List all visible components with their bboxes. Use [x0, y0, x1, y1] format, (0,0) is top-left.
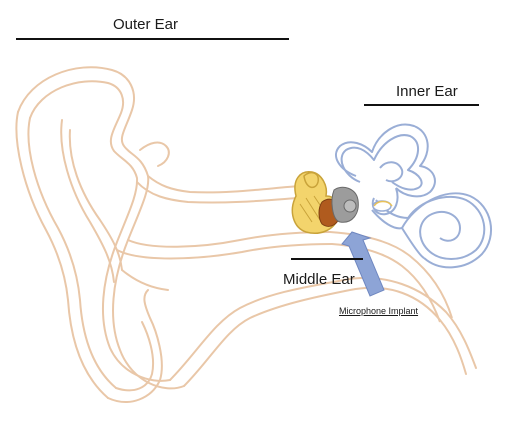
- microphone-implant-label: Microphone Implant: [339, 306, 418, 316]
- oval-window-detail: [373, 201, 392, 211]
- inner-ear-label: Inner Ear: [396, 83, 458, 100]
- middle-ear-overline: [291, 258, 363, 260]
- outer-ear-underline: [16, 38, 289, 40]
- implant-device: [332, 187, 358, 222]
- middle-ear-label: Middle Ear: [283, 271, 355, 288]
- inner-ear-underline: [364, 104, 479, 106]
- outer-ear-label: Outer Ear: [113, 16, 178, 33]
